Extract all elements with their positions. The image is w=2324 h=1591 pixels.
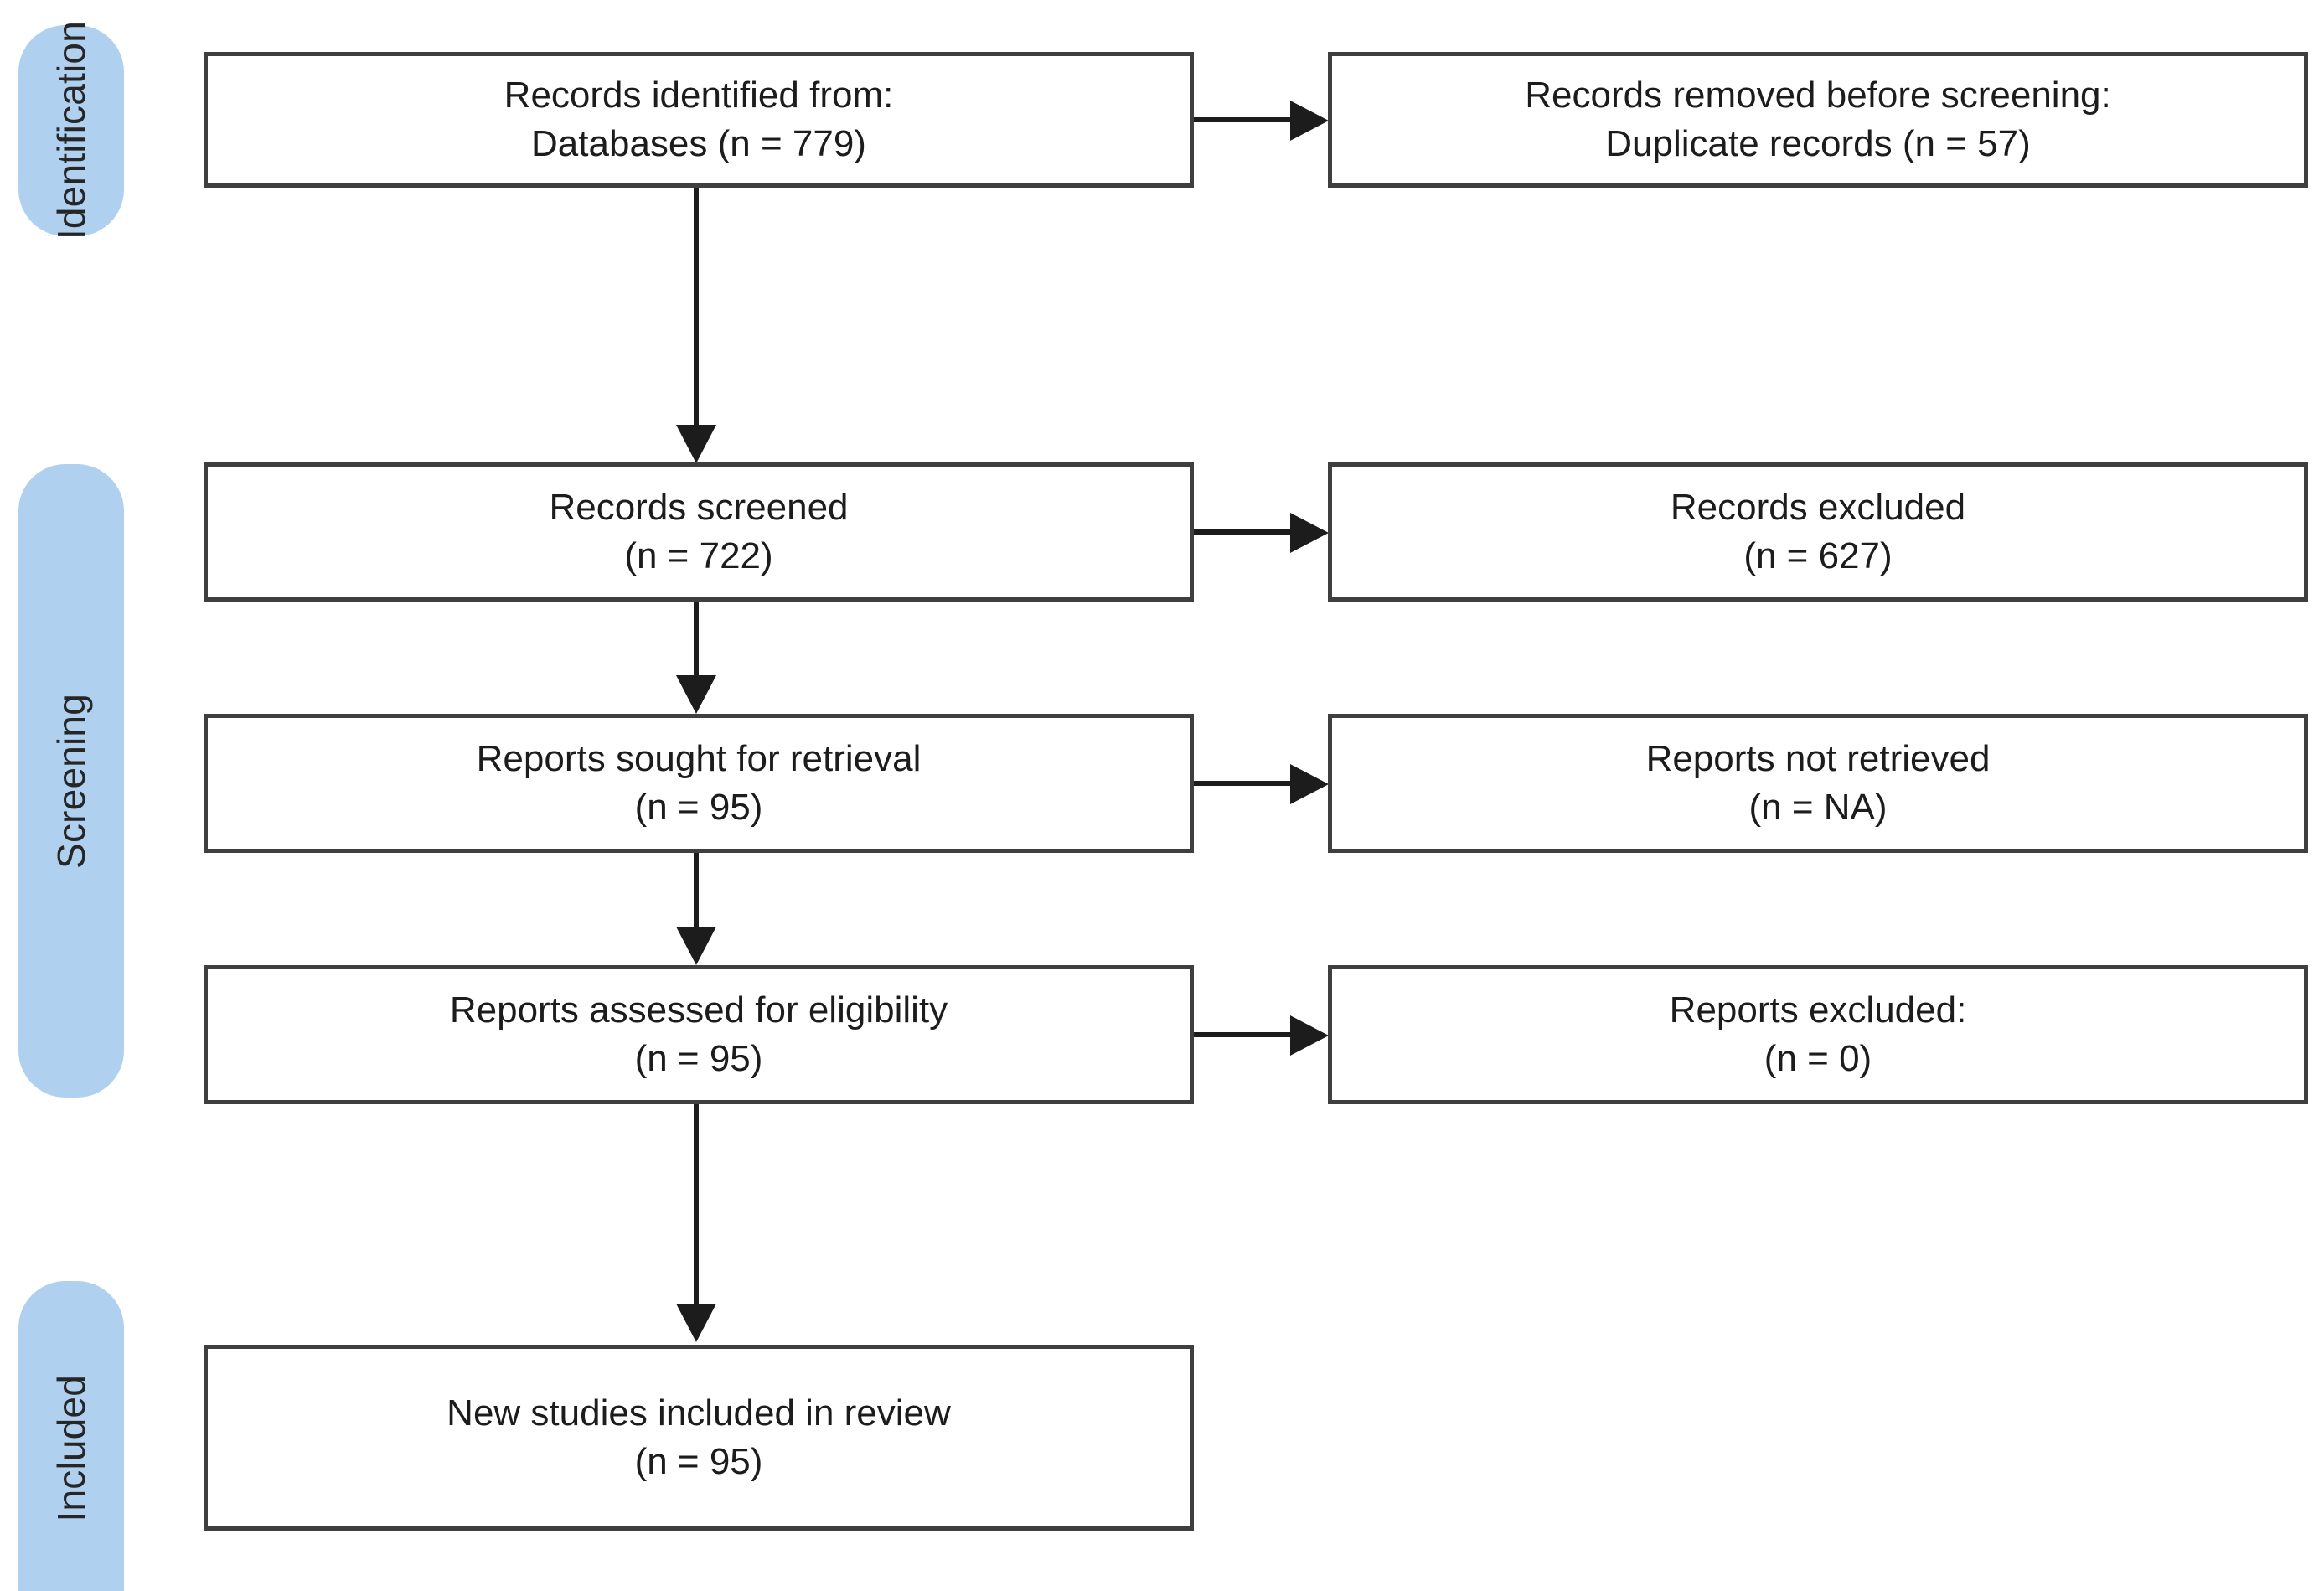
box-records-identified-line2: Databases (n = 779)	[531, 123, 866, 164]
arrow-right-icon-screened-to-records-excluded	[1290, 513, 1329, 553]
box-new-studies-included: New studies included in review (n = 95)	[204, 1345, 1194, 1531]
connector-sought-to-not-retrieved	[1194, 781, 1294, 786]
box-new-studies-included-line2: (n = 95)	[634, 1441, 763, 1482]
box-reports-sought-line1: Reports sought for retrieval	[476, 737, 922, 779]
connector-identified-to-removed	[1194, 117, 1294, 122]
arrow-right-icon-sought-to-not-retrieved	[1290, 764, 1329, 804]
box-records-screened-line2: (n = 722)	[624, 535, 773, 576]
arrow-down-icon-screened-to-sought	[676, 675, 716, 714]
connector-screened-to-records-excluded	[1194, 529, 1294, 535]
box-reports-sought: Reports sought for retrieval (n = 95)	[204, 714, 1194, 853]
stage-label-identification: Identification	[49, 21, 93, 240]
stage-pill-screening: Screening	[18, 464, 124, 1098]
box-records-identified-line1: Records identified from:	[504, 74, 894, 116]
stage-pill-identification: Identification	[18, 21, 124, 240]
arrow-down-icon-sought-to-assessed	[676, 927, 716, 965]
stage-label-included: Included	[49, 1375, 93, 1522]
box-reports-sought-line2: (n = 95)	[634, 787, 763, 828]
stage-label-screening: Screening	[49, 693, 93, 869]
arrow-right-icon-assessed-to-reports-excluded	[1290, 1015, 1329, 1056]
box-new-studies-included-line1: New studies included in review	[447, 1392, 951, 1433]
box-records-screened-line1: Records screened	[549, 486, 849, 528]
box-records-excluded-line1: Records excluded	[1670, 486, 1966, 528]
box-reports-not-retrieved-line2: (n = NA)	[1748, 787, 1888, 828]
stage-pill-included: Included	[18, 1281, 124, 1591]
box-records-identified: Records identified from: Databases (n = …	[204, 52, 1194, 188]
box-records-screened: Records screened (n = 722)	[204, 462, 1194, 602]
connector-identified-to-screened	[694, 188, 699, 439]
box-records-removed-line1: Records removed before screening:	[1525, 74, 2111, 116]
box-reports-excluded-line1: Reports excluded:	[1669, 989, 1967, 1031]
connector-assessed-to-included	[694, 1104, 699, 1312]
box-reports-not-retrieved: Reports not retrieved (n = NA)	[1328, 714, 2308, 853]
arrow-down-icon-identified-to-screened	[676, 425, 716, 463]
box-reports-not-retrieved-line1: Reports not retrieved	[1645, 737, 1991, 779]
connector-assessed-to-reports-excluded	[1194, 1032, 1294, 1037]
box-reports-assessed: Reports assessed for eligibility (n = 95…	[204, 965, 1194, 1104]
box-reports-excluded: Reports excluded: (n = 0)	[1328, 965, 2308, 1104]
box-reports-assessed-line1: Reports assessed for eligibility	[449, 989, 948, 1031]
box-records-removed: Records removed before screening: Duplic…	[1328, 52, 2308, 188]
arrow-right-icon-identified-to-removed	[1290, 101, 1329, 141]
connector-screened-to-sought	[694, 602, 699, 685]
box-reports-excluded-line2: (n = 0)	[1764, 1038, 1872, 1079]
box-records-removed-line2: Duplicate records (n = 57)	[1605, 123, 2031, 164]
box-reports-assessed-line2: (n = 95)	[634, 1038, 763, 1079]
connector-sought-to-assessed	[694, 853, 699, 937]
box-records-excluded-line2: (n = 627)	[1743, 535, 1893, 576]
arrow-down-icon-assessed-to-included	[676, 1304, 716, 1342]
box-records-excluded: Records excluded (n = 627)	[1328, 462, 2308, 602]
